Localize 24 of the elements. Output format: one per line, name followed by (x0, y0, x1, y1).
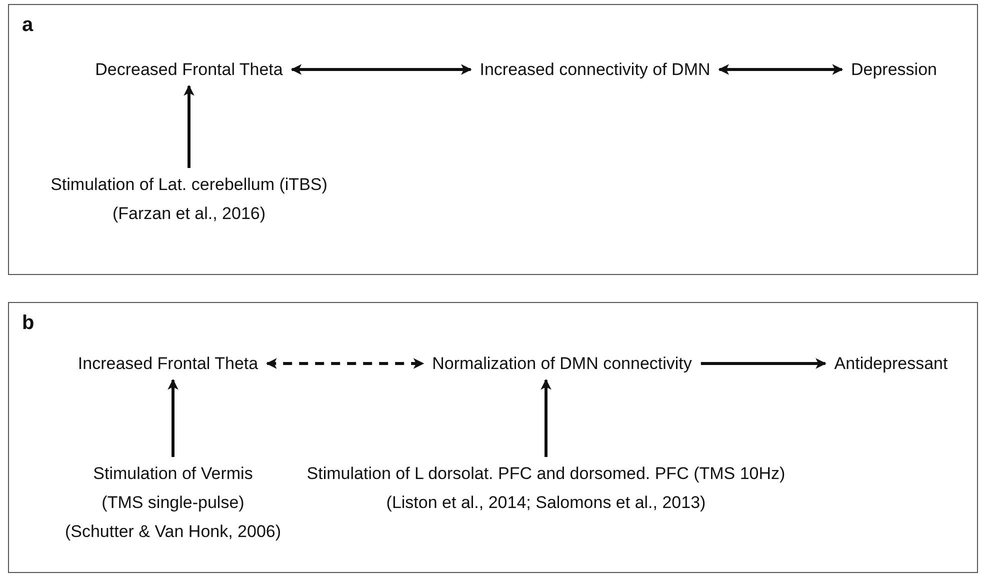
node-text: (Farzan et al., 2016) (111, 203, 267, 225)
panel-letter: a (22, 14, 34, 37)
arrow (700, 358, 826, 369)
node-text: (Liston et al., 2014; Salomons et al., 2013) (385, 492, 707, 514)
arrow (718, 64, 844, 75)
node-text: Decreased Frontal Theta (95, 59, 283, 81)
arrow (290, 64, 472, 75)
panel-box (8, 4, 978, 275)
panel-letter: b (22, 312, 34, 335)
node-text: (Schutter & Van Honk, 2006) (64, 521, 282, 543)
node-text: Antidepressant (834, 353, 948, 375)
arrow (540, 378, 552, 457)
node-text: Normalization of DMN connectivity (432, 353, 692, 375)
node-text: Stimulation of L dorsolat. PFC and dorsomed. PFC (TMS 10Hz) (306, 463, 786, 485)
node-text: Stimulation of Vermis (92, 463, 254, 485)
node-text: Depression (851, 59, 937, 81)
node-text: Increased connectivity of DMN (480, 59, 710, 81)
arrow (168, 378, 178, 457)
node-text: (TMS single-pulse) (100, 492, 246, 514)
node-text: Stimulation of Lat. cerebellum (iTBS) (50, 174, 328, 196)
arrow (184, 84, 194, 168)
arrow (266, 358, 424, 369)
panel-box (8, 302, 978, 573)
node-text: Increased Frontal Theta (78, 353, 258, 375)
